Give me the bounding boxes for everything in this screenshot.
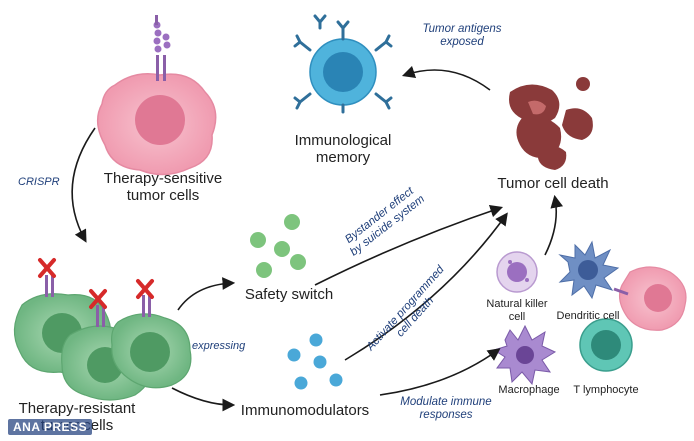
watermark-logo: ANA PRESS [8,419,93,435]
label-immunological-memory: Immunological memory [294,132,392,167]
t-lymphocyte-cell [579,318,633,372]
label-safety-switch: Safety switch [244,286,334,303]
immune-to-death-arrow [544,194,564,256]
antibody-icon [293,14,393,114]
annotation-expressing: expressing [192,340,246,352]
label-tumor-cell-death: Tumor cell death [497,175,609,192]
blocked-x-icon [38,258,154,309]
antigens-arrow [401,65,491,91]
safety-switch-dots [250,214,306,278]
dendritic-cell [558,240,620,300]
label-therapy-sensitive: Therapy-sensitive tumor cells [103,170,223,205]
label-macrophage: Macrophage [498,384,560,396]
activate-arrow [344,212,508,361]
therapy-sensitive-cell [96,15,217,176]
natural-killer-cell [496,251,538,293]
annotation-tumor-antigens: Tumor antigens exposed [422,23,502,49]
to-immuno-arrow [171,387,236,412]
bystander-arrow [314,205,504,286]
label-dendritic-cell: Dendritic cell [556,310,620,322]
label-natural-killer: Natural killer cell [486,298,548,323]
modulate-arrow [379,348,501,396]
memory-cell [293,14,393,114]
label-immunomodulators: Immunomodulators [240,402,370,419]
receptor-icon [153,15,171,81]
dying-tumor-cell [509,77,593,170]
to-safety-arrow [177,277,236,311]
annotation-crispr: CRISPR [18,176,60,188]
label-t-lymphocyte: T lymphocyte [573,384,639,396]
arrows [71,65,564,412]
macrophage-cell [492,324,557,386]
therapy-resistant-cells [13,258,192,401]
target-tumor-cell [613,266,687,331]
immunomodulator-dots [287,333,343,390]
annotation-modulate: Modulate immune responses [400,396,492,422]
crispr-arrow [71,127,96,243]
